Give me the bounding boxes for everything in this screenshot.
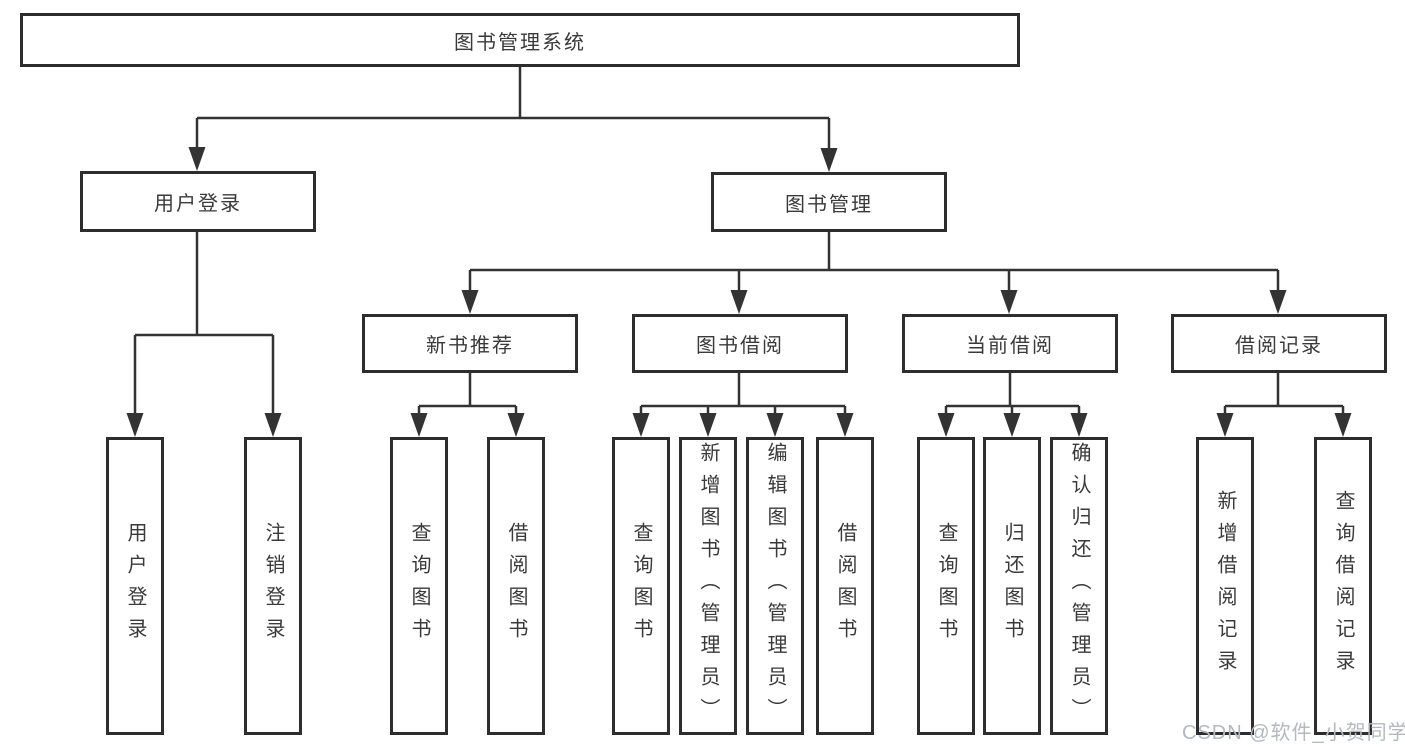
node-label: 确认归还（管理员） <box>1068 442 1090 730</box>
connector-new-books <box>417 373 518 418</box>
leaf-return-books: 归还图书 <box>983 437 1041 735</box>
node-label: 查询图书 <box>630 522 652 650</box>
node-borrow-records: 借阅记录 <box>1171 314 1387 373</box>
node-label: 借阅图书 <box>834 522 856 650</box>
arrowheads-user-login <box>126 413 282 437</box>
leaf-add-borrow-record: 新增借阅记录 <box>1196 437 1254 735</box>
node-label: 用户登录 <box>154 193 242 215</box>
arrowheads-level2 <box>188 147 838 172</box>
node-label: 查询借阅记录 <box>1332 490 1354 682</box>
connector-root-to-level2 <box>195 67 831 153</box>
connector-user-login <box>133 232 275 418</box>
node-label: 归还图书 <box>1001 522 1023 650</box>
connector-book-mgmt <box>468 232 1280 295</box>
node-label: 新增借阅记录 <box>1214 490 1236 682</box>
node-label: 图书管理系统 <box>454 31 586 54</box>
node-label: 借阅记录 <box>1235 335 1323 357</box>
leaf-logout: 注销登录 <box>244 437 302 735</box>
node-label: 注销登录 <box>262 522 284 650</box>
node-new-book-recommend: 新书推荐 <box>362 314 578 373</box>
node-book-management: 图书管理 <box>711 172 947 232</box>
arrowheads-book-borrow <box>632 413 854 437</box>
node-library-system: 图书管理系统 <box>20 13 1020 67</box>
leaf-add-books-admin: 新增图书（管理员） <box>679 437 737 735</box>
node-label: 当前借阅 <box>966 335 1054 357</box>
node-user-login: 用户登录 <box>80 171 316 232</box>
node-current-borrow: 当前借阅 <box>902 314 1118 373</box>
csdn-watermark: CSDN @软件_小贺同学 <box>1182 722 1405 744</box>
node-label: 借阅图书 <box>505 522 527 650</box>
leaf-confirm-return-admin: 确认归还（管理员） <box>1050 437 1108 735</box>
leaf-borrow-books: 借阅图书 <box>816 437 874 735</box>
node-label: 新书推荐 <box>426 335 514 357</box>
leaf-query-borrow-record: 查询借阅记录 <box>1314 437 1372 735</box>
node-label: 编辑图书（管理员） <box>764 442 786 730</box>
node-label: 查询图书 <box>408 522 430 650</box>
arrowheads-level3 <box>461 290 1287 314</box>
connector-book-borrow <box>639 373 847 418</box>
node-label: 图书管理 <box>785 193 873 216</box>
connector-current-borrow <box>944 373 1081 418</box>
leaf-query-books: 查询图书 <box>612 437 670 735</box>
leaf-query-books: 查询图书 <box>917 437 975 735</box>
arrowheads-new-books <box>410 413 525 437</box>
leaf-edit-books-admin: 编辑图书（管理员） <box>746 437 804 735</box>
node-book-borrow: 图书借阅 <box>632 314 848 373</box>
node-label: 用户登录 <box>124 522 146 650</box>
arrowheads-current-borrow <box>937 413 1088 437</box>
arrowheads-borrow-records <box>1216 413 1352 437</box>
leaf-query-books: 查询图书 <box>390 437 448 735</box>
leaf-borrow-books: 借阅图书 <box>487 437 545 735</box>
connector-borrow-records <box>1223 373 1345 418</box>
node-label: 查询图书 <box>935 522 957 650</box>
leaf-user-login: 用户登录 <box>106 437 164 735</box>
node-label: 新增图书（管理员） <box>697 442 719 730</box>
node-label: 图书借阅 <box>696 335 784 357</box>
